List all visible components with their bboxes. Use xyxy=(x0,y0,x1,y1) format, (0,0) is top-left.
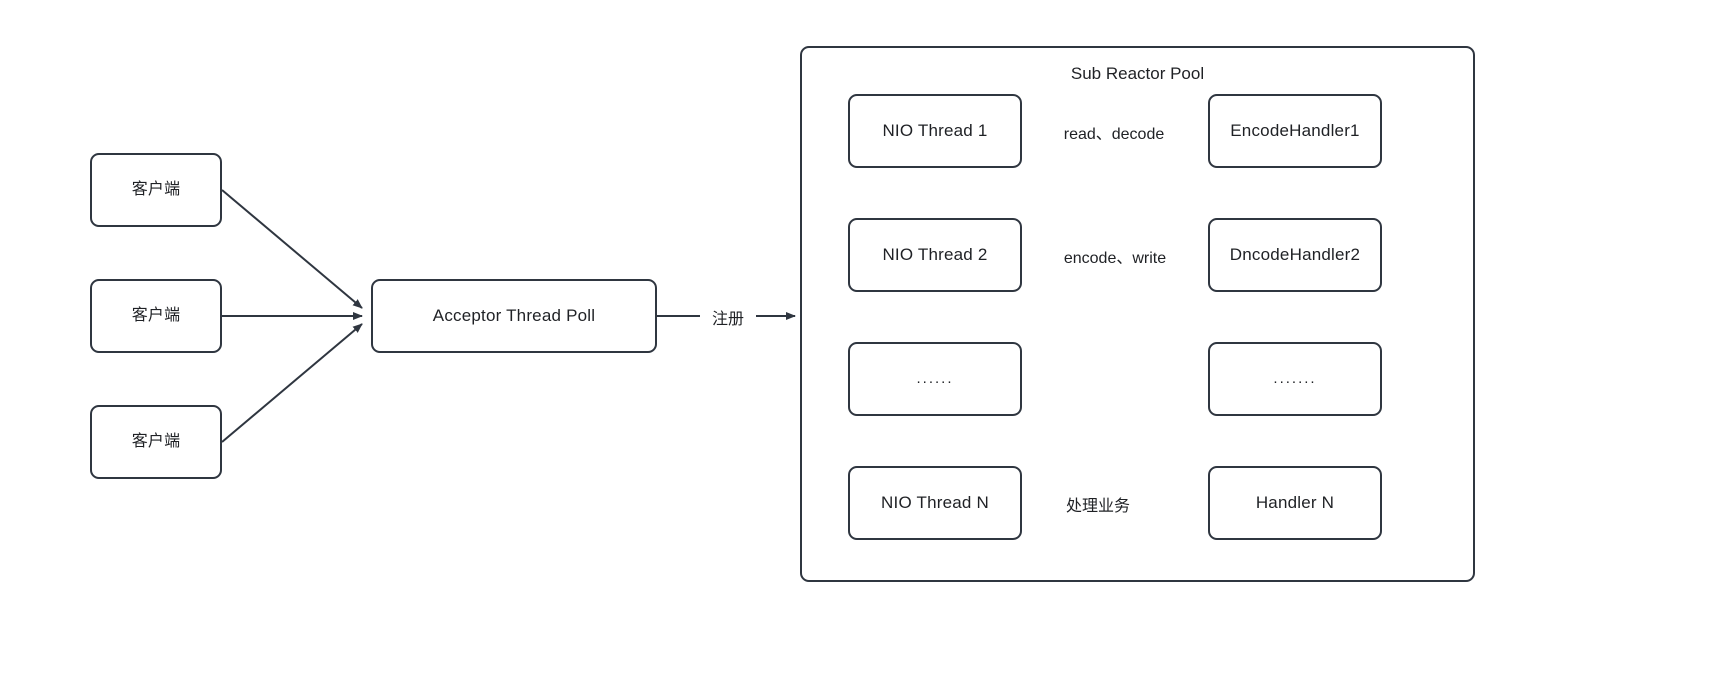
client-box-2[interactable]: 客户端 xyxy=(90,279,222,353)
edge-client3-acceptor xyxy=(221,323,363,443)
nio-thread-1-label: NIO Thread 1 xyxy=(882,120,988,140)
edge-label-row-1: read、decode xyxy=(1061,120,1167,144)
handler-n-box[interactable]: Handler N xyxy=(1208,466,1382,540)
nio-thread-n-label: NIO Thread N xyxy=(881,492,989,512)
nio-thread-ellipsis-label: ...... xyxy=(916,370,954,387)
sub-reactor-pool-title: Sub Reactor Pool xyxy=(1070,64,1205,83)
dncode-handler-2-box[interactable]: DncodeHandler2 xyxy=(1208,218,1382,292)
dncode-handler-2-label: DncodeHandler2 xyxy=(1229,244,1361,264)
client-box-3-label: 客户端 xyxy=(131,433,181,451)
nio-thread-1-box[interactable]: NIO Thread 1 xyxy=(848,94,1022,168)
acceptor-thread-poll-box[interactable]: Acceptor Thread Poll xyxy=(371,279,657,353)
edge-client1-acceptor xyxy=(221,189,363,309)
encode-handler-1-box[interactable]: EncodeHandler1 xyxy=(1208,94,1382,168)
client-box-2-label: 客户端 xyxy=(131,307,181,325)
nio-thread-2-box[interactable]: NIO Thread 2 xyxy=(848,218,1022,292)
client-box-1-label: 客户端 xyxy=(131,181,181,199)
edge-label-row-4: 处理业务 xyxy=(1063,492,1133,516)
client-box-1[interactable]: 客户端 xyxy=(90,153,222,227)
edge-label-row-2: encode、write xyxy=(1061,244,1169,268)
edge-label-register: 注册 xyxy=(709,305,747,329)
handler-n-label: Handler N xyxy=(1255,492,1335,512)
acceptor-thread-poll-label: Acceptor Thread Poll xyxy=(432,305,596,325)
nio-thread-2-label: NIO Thread 2 xyxy=(882,244,988,264)
handler-ellipsis-label: ....... xyxy=(1273,370,1317,387)
handler-ellipsis-box[interactable]: ....... xyxy=(1208,342,1382,416)
nio-thread-ellipsis-box[interactable]: ...... xyxy=(848,342,1022,416)
encode-handler-1-label: EncodeHandler1 xyxy=(1230,120,1360,140)
client-box-3[interactable]: 客户端 xyxy=(90,405,222,479)
nio-thread-n-box[interactable]: NIO Thread N xyxy=(848,466,1022,540)
